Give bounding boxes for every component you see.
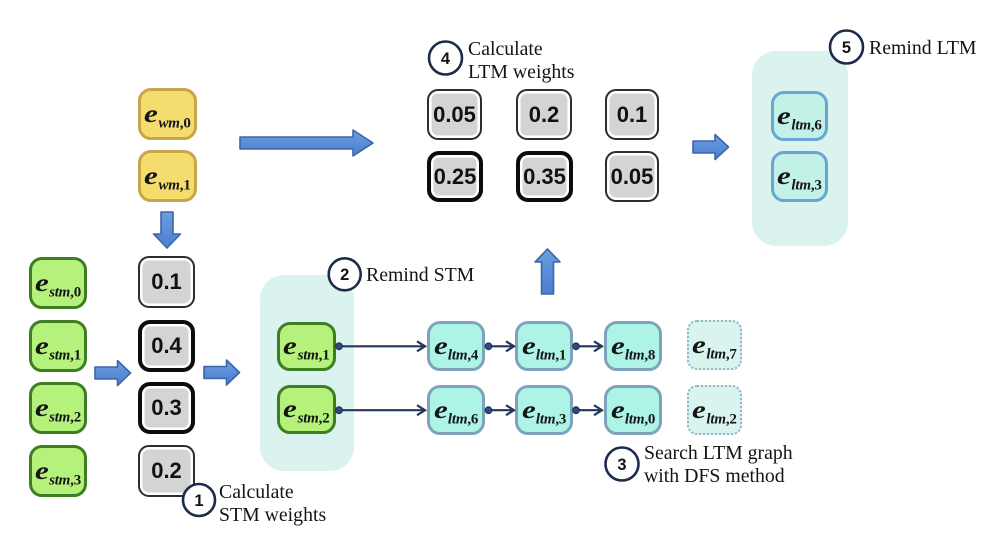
svg-text:1: 1 (194, 492, 203, 510)
svg-text:5: 5 (842, 39, 851, 57)
svg-text:4: 4 (441, 50, 451, 68)
svg-text:3: 3 (617, 456, 626, 474)
svg-text:2: 2 (340, 266, 349, 284)
